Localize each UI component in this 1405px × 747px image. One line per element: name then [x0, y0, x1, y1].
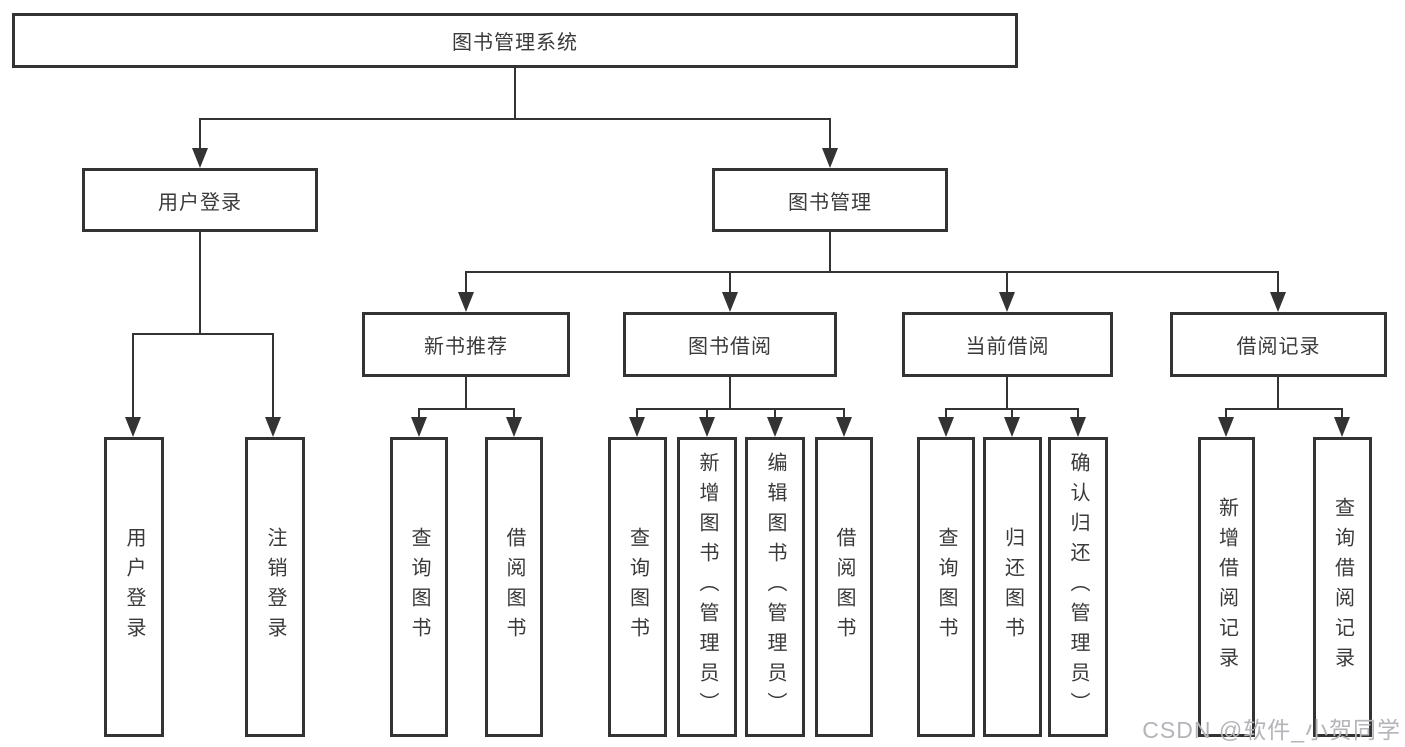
connector-leaf-stem	[418, 408, 420, 421]
node-current-borrow-label: 当前借阅	[965, 336, 1050, 358]
node-root-label: 图书管理系统	[452, 32, 578, 54]
connector-borrow-split	[636, 408, 844, 410]
node-record-query-borrow-record-label: 查询借阅记录	[1331, 497, 1354, 677]
node-current-confirm-return-admin: 确认归还（管理员）	[1048, 437, 1108, 737]
node-rec-borrow-books: 借阅图书	[485, 437, 543, 737]
arrowhead-down-icon	[458, 292, 474, 312]
csdn-watermark: CSDN @软件_小贺同学	[1142, 717, 1401, 743]
connector-bookmgmt-stem	[829, 118, 831, 152]
connector-bookmgmt-down	[829, 232, 831, 271]
connector-leaf-stem	[945, 408, 947, 421]
node-borrow-add-books-admin-label: 新增图书（管理员）	[696, 452, 718, 722]
node-current-return-books-label: 归还图书	[1001, 527, 1024, 647]
node-current-query-books: 查询图书	[917, 437, 975, 737]
node-root: 图书管理系统	[12, 13, 1018, 68]
arrowhead-down-icon	[822, 148, 838, 168]
arrowhead-down-icon	[1270, 292, 1286, 312]
connector-userlogin-down	[199, 232, 201, 333]
arrowhead-down-icon	[1004, 417, 1020, 437]
node-book-management-label: 图书管理	[788, 191, 872, 214]
arrowhead-down-icon	[411, 417, 427, 437]
node-book-management: 图书管理	[712, 168, 948, 232]
node-borrow-add-books-admin: 新增图书（管理员）	[677, 437, 737, 737]
connector-leaf-stem	[132, 333, 134, 421]
node-leaf-logout: 注销登录	[245, 437, 305, 737]
connector-current-stem	[1006, 271, 1008, 296]
arrowhead-down-icon	[699, 417, 715, 437]
connector-current-down	[1006, 377, 1008, 408]
connector-rec-down	[465, 377, 467, 408]
node-rec-query-books: 查询图书	[390, 437, 448, 737]
node-leaf-user-login: 用户登录	[104, 437, 164, 737]
node-borrow-edit-books-admin: 编辑图书（管理员）	[745, 437, 805, 737]
node-new-book-recommend: 新书推荐	[362, 312, 570, 377]
connector-bookmgmt-split	[465, 271, 1279, 273]
node-borrow-borrow-books-label: 借阅图书	[833, 527, 855, 647]
arrowhead-down-icon	[836, 417, 852, 437]
node-borrow-edit-books-admin-label: 编辑图书（管理员）	[764, 452, 786, 722]
connector-leaf-stem	[843, 408, 845, 421]
node-current-confirm-return-admin-label: 确认归还（管理员）	[1067, 452, 1089, 722]
node-new-book-recommend-label: 新书推荐	[424, 336, 508, 358]
arrowhead-down-icon	[125, 417, 141, 437]
node-book-borrow-label: 图书借阅	[688, 336, 772, 358]
node-record-add-borrow-record: 新增借阅记录	[1198, 437, 1255, 737]
connector-leaf-stem	[272, 333, 274, 421]
connector-record-down	[1277, 377, 1279, 408]
connector-leaf-stem	[774, 408, 776, 421]
connector-borrow-stem	[729, 271, 731, 296]
connector-leaf-stem	[636, 408, 638, 421]
node-leaf-user-login-label: 用户登录	[123, 527, 145, 647]
connector-root-split	[199, 118, 831, 120]
connector-borrow-down	[729, 377, 731, 408]
connector-leaf-stem	[706, 408, 708, 421]
arrowhead-down-icon	[722, 292, 738, 312]
arrowhead-down-icon	[1070, 417, 1086, 437]
connector-leaf-stem	[1077, 408, 1079, 421]
connector-rec-stem	[465, 271, 467, 296]
node-borrow-record-label: 借阅记录	[1236, 336, 1321, 358]
connector-userlogin-split	[132, 333, 274, 335]
node-borrow-query-books: 查询图书	[608, 437, 667, 737]
connector-leaf-stem	[1341, 408, 1343, 421]
node-borrow-query-books-label: 查询图书	[626, 527, 649, 647]
node-rec-query-books-label: 查询图书	[408, 527, 430, 647]
arrowhead-down-icon	[938, 417, 954, 437]
arrowhead-down-icon	[999, 292, 1015, 312]
connector-leaf-stem	[1225, 408, 1227, 421]
arrowhead-down-icon	[629, 417, 645, 437]
node-leaf-logout-label: 注销登录	[264, 527, 286, 647]
connector-leaf-stem	[513, 408, 515, 421]
arrowhead-down-icon	[767, 417, 783, 437]
node-user-login: 用户登录	[82, 168, 318, 232]
arrowhead-down-icon	[1218, 417, 1234, 437]
arrowhead-down-icon	[1334, 417, 1350, 437]
node-current-query-books-label: 查询图书	[935, 527, 957, 647]
connector-userlogin-stem	[199, 118, 201, 152]
connector-leaf-stem	[1011, 408, 1013, 421]
arrowhead-down-icon	[265, 417, 281, 437]
node-user-login-label: 用户登录	[158, 191, 242, 214]
node-current-return-books: 归还图书	[983, 437, 1042, 737]
connector-root-stem	[514, 68, 516, 118]
arrowhead-down-icon	[192, 148, 208, 168]
arrowhead-down-icon	[506, 417, 522, 437]
node-record-add-borrow-record-label: 新增借阅记录	[1215, 497, 1238, 677]
connector-rec-split	[418, 408, 515, 410]
node-record-query-borrow-record: 查询借阅记录	[1313, 437, 1372, 737]
node-borrow-record: 借阅记录	[1170, 312, 1387, 377]
connector-record-split	[1225, 408, 1342, 410]
node-borrow-borrow-books: 借阅图书	[815, 437, 873, 737]
connector-record-stem	[1277, 271, 1279, 296]
node-book-borrow: 图书借阅	[623, 312, 837, 377]
node-current-borrow: 当前借阅	[902, 312, 1113, 377]
node-rec-borrow-books-label: 借阅图书	[503, 527, 525, 647]
